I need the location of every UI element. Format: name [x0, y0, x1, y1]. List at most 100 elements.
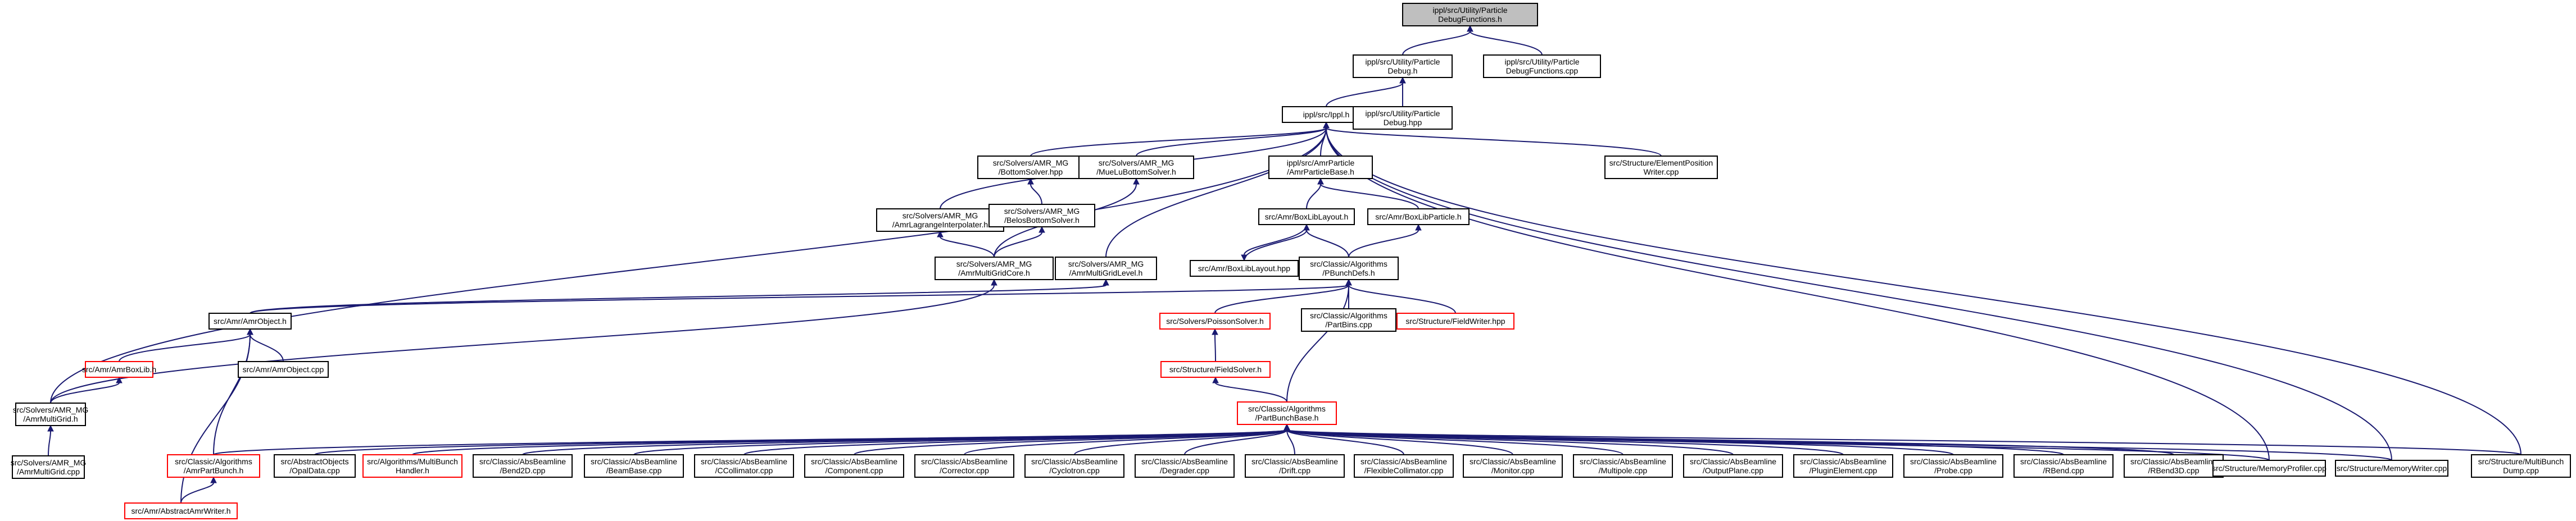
node-ps[interactable]: src/Solvers/PoissonSolver.h [1159, 313, 1271, 330]
edge-bbsh-to-bbshpp [1027, 177, 1042, 205]
node-box [1353, 54, 1453, 78]
node-label-line: src/Structure/MemoryWriter.cpp [2337, 464, 2447, 473]
node-box [1135, 454, 1235, 478]
node-label-line: src/Solvers/AMR_MG [1068, 259, 1144, 268]
node-abll[interactable]: src/Amr/BoxLibLayout.h [1258, 208, 1355, 225]
node-box [1402, 3, 1538, 26]
node-box [1604, 156, 1718, 179]
edge-smp-to-ipplh [1323, 121, 2270, 461]
node-label-line: src/Classic/AbsBeamline [1470, 457, 1556, 466]
node-label-line: ippl/src/Utility/Particle [1365, 109, 1440, 118]
node-box [1159, 313, 1271, 330]
node-bbsh[interactable]: src/Solvers/AMR_MG/BelosBottomSolver.h [988, 204, 1095, 227]
node-label-line: /PartBins.cpp [1325, 320, 1372, 329]
node-box [473, 454, 573, 478]
node-label-line: /BelosBottomSolver.h [1004, 216, 1080, 225]
node-apb[interactable]: ippl/src/AmrParticle/AmrParticleBase.h [1268, 156, 1373, 179]
node-label-line: src/Classic/Algorithms [1248, 404, 1326, 413]
node-label-line: src/Solvers/PoissonSolver.h [1166, 317, 1264, 326]
node-label-line: /AmrParticleBase.h [1287, 167, 1354, 176]
node-mp[interactable]: src/Classic/AbsBeamline/Multipole.cpp [1573, 454, 1673, 478]
node-label-line: /RBend3D.cpp [2148, 466, 2199, 475]
node-label-line: src/Classic/AbsBeamline [921, 457, 1008, 466]
node-aocpp[interactable]: src/Amr/AmrObject.cpp [238, 361, 329, 378]
node-cc[interactable]: src/Classic/AbsBeamline/CCollimator.cpp [694, 454, 794, 478]
node-amg[interactable]: src/Solvers/AMR_MG/AmrMultiGrid.h [13, 403, 89, 426]
node-mon[interactable]: src/Classic/AbsBeamline/Monitor.cpp [1463, 454, 1563, 478]
node-box [362, 454, 462, 478]
node-label-line: ippl/src/AmrParticle [1287, 158, 1355, 167]
node-op[interactable]: src/Classic/AbsBeamline/OutputPlane.cpp [1683, 454, 1783, 478]
node-ablhpp[interactable]: src/Amr/BoxLibLayout.hpp [1190, 260, 1299, 277]
node-pbcpp[interactable]: src/Classic/Algorithms/PartBins.cpp [1301, 308, 1396, 332]
node-label-line: src/Classic/Algorithms [175, 457, 252, 466]
node-label-line: /AmrLagrangeInterpolater.h [892, 220, 988, 229]
node-box [1245, 454, 1345, 478]
node-label-line: src/Solvers/AMR_MG [993, 158, 1069, 167]
node-root[interactable]: ippl/src/Utility/ParticleDebugFunctions.… [1402, 3, 1538, 26]
node-deg[interactable]: src/Classic/AbsBeamline/Degrader.cpp [1135, 454, 1235, 478]
node-aod[interactable]: src/AbstractObjects/OpalData.cpp [274, 454, 356, 478]
edge-amgc-to-bbsh [994, 226, 1045, 258]
edge-pbd-to-ablp [1348, 223, 1422, 258]
node-pbd[interactable]: src/Classic/Algorithms/PBunchDefs.h [1299, 257, 1399, 280]
node-pe[interactable]: src/Classic/AbsBeamline/PluginElement.cp… [1793, 454, 1893, 478]
node-label-line: /RBend.cpp [2043, 466, 2084, 475]
node-rb[interactable]: src/Classic/AbsBeamline/RBend.cpp [2013, 454, 2114, 478]
node-label-line: Handler.h [396, 466, 429, 475]
node-box [1683, 454, 1783, 478]
node-corr[interactable]: src/Classic/AbsBeamline/Corrector.cpp [914, 454, 1014, 478]
node-comp[interactable]: src/Classic/AbsBeamline/Component.cpp [804, 454, 904, 478]
node-amgl[interactable]: src/Solvers/AMR_MG/AmrMultiGridLevel.h [1055, 257, 1157, 280]
node-label-line: /Probe.cpp [1934, 466, 1972, 475]
node-label-line: src/Amr/AmrObject.h [214, 317, 287, 326]
node-bbshpp[interactable]: src/Solvers/AMR_MG/BottomSolver.hpp [977, 156, 1084, 179]
node-label-line: /OutputPlane.cpp [1703, 466, 1763, 475]
node-amgcpp[interactable]: src/Solvers/AMR_MG/AmrMultiGrid.cpp [11, 455, 87, 479]
node-label-line: ippl/src/Utility/Particle [1504, 57, 1579, 66]
node-smp[interactable]: src/Structure/MemoryProfiler.cpp [2212, 460, 2326, 477]
node-drift[interactable]: src/Classic/AbsBeamline/Drift.cpp [1245, 454, 1345, 478]
node-label-line: src/Structure/MultiBunch [2478, 457, 2564, 466]
node-cyc[interactable]: src/Classic/AbsBeamline/Cyclotron.cpp [1024, 454, 1124, 478]
node-label-line: src/Amr/BoxLibLayout.hpp [1198, 264, 1290, 273]
node-dfcpp[interactable]: ippl/src/Utility/ParticleDebugFunctions.… [1483, 54, 1601, 78]
node-box [12, 455, 85, 479]
node-label-line: src/Amr/AmrBoxLib.h [82, 365, 156, 374]
node-ablp[interactable]: src/Amr/BoxLibParticle.h [1367, 208, 1470, 225]
node-ali[interactable]: src/Solvers/AMR_MG/AmrLagrangeInterpolat… [876, 208, 1004, 232]
node-label-line: ippl/src/Ippl.h [1303, 110, 1349, 119]
node-aoh[interactable]: src/Amr/AmrObject.h [208, 313, 292, 330]
node-label-line: ippl/src/Utility/Particle [1432, 6, 1507, 15]
node-label-line: ippl/src/Utility/Particle [1365, 57, 1440, 66]
node-apbh[interactable]: src/Classic/Algorithms/AmrPartBunch.h [167, 454, 260, 478]
node-box [914, 454, 1014, 478]
node-label-line: /AmrPartBunch.h [184, 466, 244, 475]
node-box [804, 454, 904, 478]
node-label-line: src/Classic/AbsBeamline [1800, 457, 1886, 466]
node-mlbs[interactable]: src/Solvers/AMR_MG/MueLuBottomSolver.h [1078, 156, 1194, 179]
node-smw[interactable]: src/Structure/MemoryWriter.cpp [2335, 460, 2448, 477]
node-label-line: src/AbstractObjects [280, 457, 348, 466]
node-sfs[interactable]: src/Structure/FieldSolver.h [1160, 361, 1271, 378]
node-abl[interactable]: src/Amr/AmrBoxLib.h [82, 361, 156, 378]
node-aaw[interactable]: src/Amr/AbstractAmrWriter.h [124, 502, 238, 519]
node-amgc[interactable]: src/Solvers/AMR_MG/AmrMultiGridCore.h [935, 257, 1054, 280]
node-box [15, 403, 86, 426]
node-rb3d[interactable]: src/Classic/AbsBeamline/RBend3D.cpp [2124, 454, 2224, 478]
node-b2d[interactable]: src/Classic/AbsBeamline/Bend2D.cpp [473, 454, 573, 478]
node-pbb[interactable]: src/Classic/Algorithms/PartBunchBase.h [1237, 401, 1337, 425]
node-fc[interactable]: src/Classic/AbsBeamline/FlexibleCollimat… [1354, 454, 1454, 478]
node-probe[interactable]: src/Classic/AbsBeamline/Probe.cpp [1903, 454, 2003, 478]
node-label-line: src/Classic/AbsBeamline [1580, 457, 1666, 466]
edge-ipplh-to-pdh [1326, 76, 1406, 107]
node-sfw[interactable]: src/Structure/FieldWriter.hpp [1396, 313, 1514, 330]
edge-ablhpp-to-abll [1244, 223, 1310, 261]
node-bb[interactable]: src/Classic/AbsBeamline/BeamBase.cpp [584, 454, 684, 478]
edge-ablp-to-apb [1317, 177, 1419, 209]
